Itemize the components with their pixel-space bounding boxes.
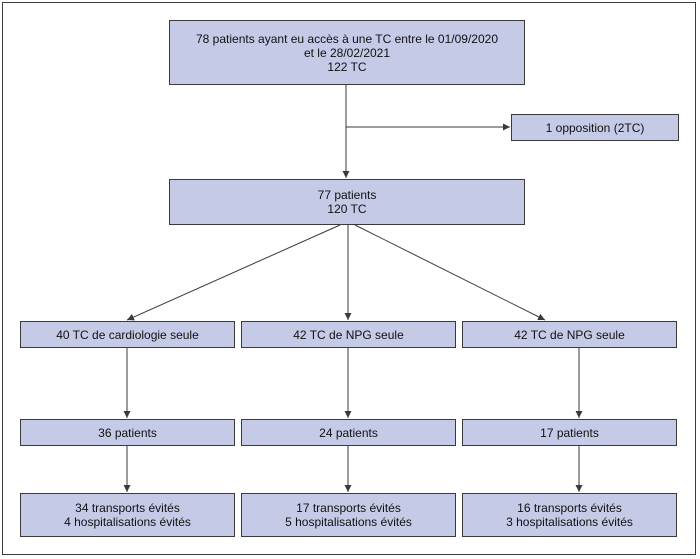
box-initial-population: 78 patients ayant eu accès à une TC entr… [169, 20, 525, 85]
patients-label-col3: 17 patients [540, 425, 599, 440]
box-outcome-col1: 34 transports évités 4 hospitalisations … [20, 493, 235, 537]
hospitalisations-label-col1: 4 hospitalisations évités [64, 515, 191, 529]
box-excluded: 1 opposition (2TC) [511, 114, 679, 141]
category-label-col2: 42 TC de NPG seule [293, 327, 404, 342]
initial-population-line2: et le 28/02/2021 [303, 45, 391, 60]
initial-population-line1: 78 patients ayant eu accès à une TC entr… [196, 31, 498, 46]
excluded-label: 1 opposition (2TC) [545, 120, 645, 135]
box-patients-col1: 36 patients [20, 419, 235, 446]
transports-label-col2: 17 transports évités [296, 501, 401, 515]
arrow-mid-to-col1 [126, 224, 341, 321]
box-patients-col2: 24 patients [241, 419, 456, 446]
patients-label-col2: 24 patients [319, 425, 378, 440]
box-outcome-col2: 17 transports évités 5 hospitalisations … [241, 493, 456, 537]
box-patients-col3: 17 patients [462, 419, 677, 446]
box-category-col3: 42 TC de NPG seule [462, 321, 677, 348]
box-category-col2: 42 TC de NPG seule [241, 321, 456, 348]
box-outcome-col3: 16 transports évités 3 hospitalisations … [462, 493, 677, 537]
included-population-line2: 120 TC [327, 202, 367, 216]
hospitalisations-label-col2: 5 hospitalisations évités [285, 515, 412, 529]
category-label-col1: 40 TC de cardiologie seule [56, 327, 199, 342]
initial-population-line3: 122 TC [327, 59, 367, 74]
arrow-mid-to-col3 [354, 224, 546, 321]
box-category-col1: 40 TC de cardiologie seule [20, 321, 235, 348]
transports-label-col1: 34 transports évités [75, 501, 180, 515]
transports-label-col3: 16 transports évités [517, 501, 622, 515]
category-label-col3: 42 TC de NPG seule [514, 327, 625, 342]
box-included-population: 77 patients 120 TC [169, 179, 525, 225]
patients-label-col1: 36 patients [98, 425, 157, 440]
hospitalisations-label-col3: 3 hospitalisations évités [506, 515, 633, 529]
included-population-line1: 77 patients [317, 188, 377, 202]
